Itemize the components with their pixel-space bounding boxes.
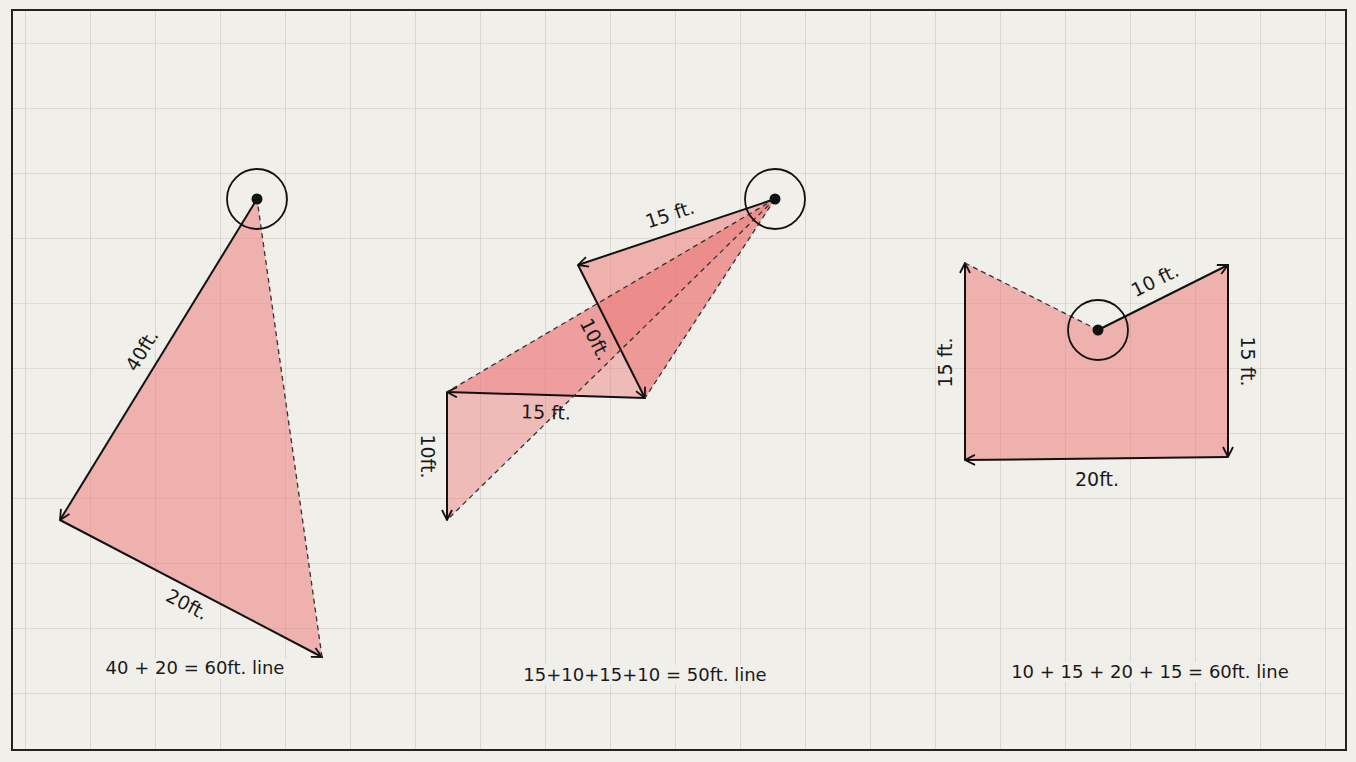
grid-paper	[12, 10, 1346, 750]
sum-note: 40 + 20 = 60ft. line	[104, 658, 287, 678]
line-area-3	[965, 263, 1228, 460]
line-area-2	[447, 169, 805, 520]
dimension-label: 20ft.	[1073, 469, 1121, 490]
sum-note: 15+10+15+10 = 50ft. line	[521, 665, 768, 685]
dimension-label: 15 ft.	[935, 335, 956, 389]
dimension-label: 10ft.	[418, 432, 439, 480]
frame	[12, 10, 1346, 750]
dimension-label: 15 ft.	[1238, 334, 1259, 388]
sum-note: 10 + 15 + 20 + 15 = 60ft. line	[1009, 662, 1291, 682]
line-area-1	[60, 169, 322, 657]
dimension-label: 15 ft.	[519, 401, 574, 423]
